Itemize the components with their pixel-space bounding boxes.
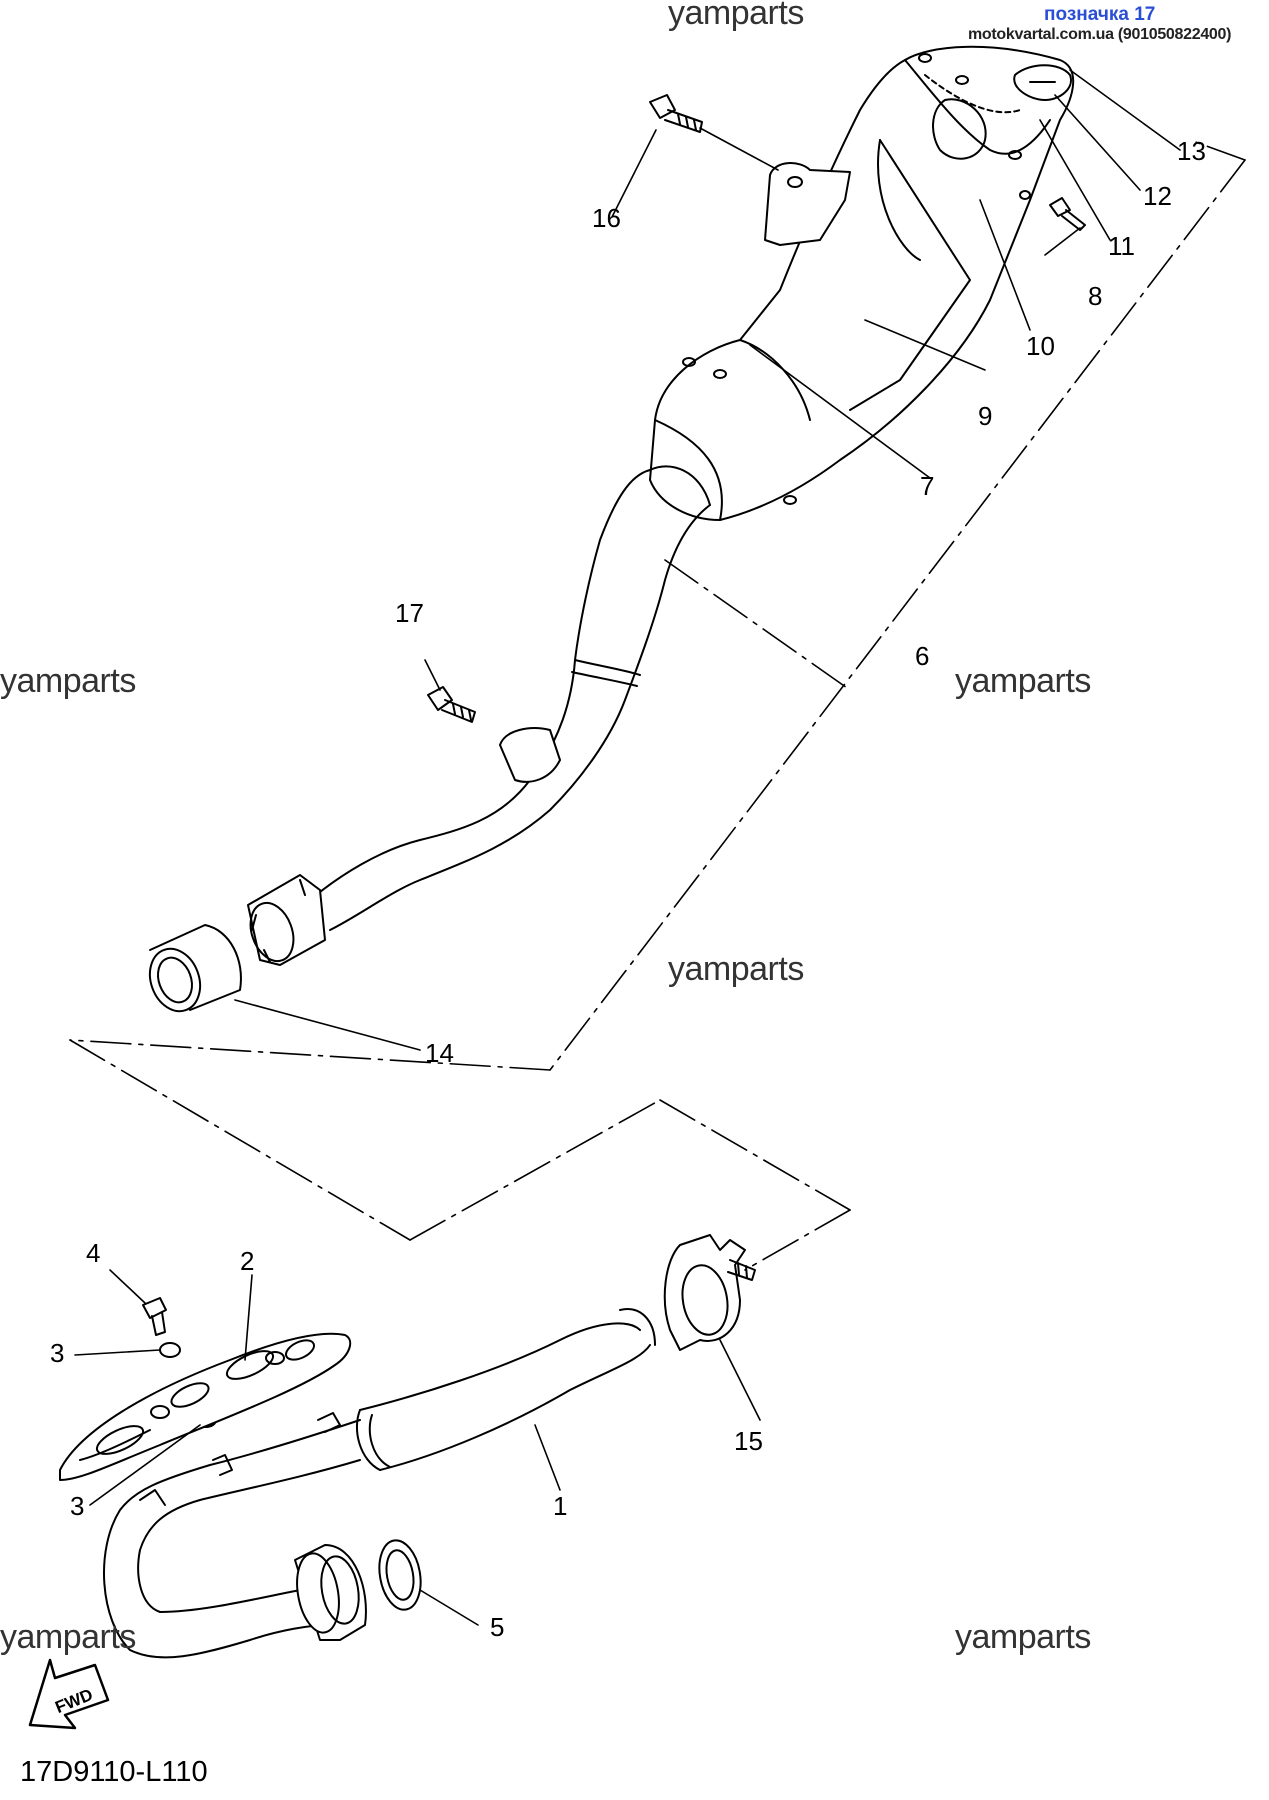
bolt-17: [427, 686, 476, 723]
source-site: motokvartal.com.ua (901050822400): [968, 26, 1232, 43]
callout-17: 17: [395, 598, 424, 628]
callout-6: 6: [915, 641, 929, 671]
washer-3-top: [159, 1342, 181, 1358]
callout-4: 4: [86, 1238, 100, 1268]
assembly-outline: [69, 139, 1246, 1271]
callout-13: 13: [1177, 136, 1206, 166]
muffler-body: [649, 45, 1075, 521]
callout-9: 9: [978, 401, 992, 431]
callout-8: 8: [1088, 281, 1102, 311]
part-tag-title: позначка 17: [1044, 4, 1156, 25]
bolt-8: [1049, 197, 1086, 231]
callout-7: 7: [920, 471, 934, 501]
bolt-16: [649, 94, 703, 133]
callout-5: 5: [490, 1612, 504, 1642]
callout-12: 12: [1143, 181, 1172, 211]
callout-3-bottom: 3: [70, 1491, 84, 1521]
exhaust-pipe: [103, 1308, 656, 1659]
diagram-code: 17D9110-L110: [20, 1756, 208, 1788]
fwd-arrow-icon: [28, 1658, 110, 1730]
flange: [294, 1544, 367, 1641]
watermark-left-bottom: yamparts: [0, 1618, 136, 1656]
heat-protector: [59, 1332, 352, 1481]
callout-3-top: 3: [50, 1338, 64, 1368]
watermark-top: yamparts: [668, 0, 804, 32]
leader-lines: [74, 69, 1181, 1626]
callout-labels: 1 2 3 3 4 5 6 7 8 9 10 11 12 13 14 15 16…: [50, 136, 1206, 1717]
callout-11: 11: [1108, 231, 1135, 261]
muffler-pipe: [309, 465, 711, 931]
bolt-4: [142, 1297, 167, 1336]
watermark-center: yamparts: [668, 950, 804, 988]
pipe-connector: [247, 874, 326, 966]
callout-1: 1: [553, 1491, 567, 1521]
callout-15: 15: [734, 1426, 763, 1456]
clamp: [663, 1234, 756, 1351]
callout-10: 10: [1026, 331, 1055, 361]
callout-16: 16: [592, 203, 621, 233]
watermark-right-bottom: yamparts: [955, 1618, 1091, 1656]
callout-2: 2: [240, 1246, 254, 1276]
watermark-left-mid: yamparts: [0, 662, 136, 700]
callout-14: 14: [425, 1038, 454, 1068]
gasket-5: [378, 1539, 422, 1611]
watermark-right-mid: yamparts: [955, 662, 1091, 700]
gasket-14: [148, 924, 242, 1013]
